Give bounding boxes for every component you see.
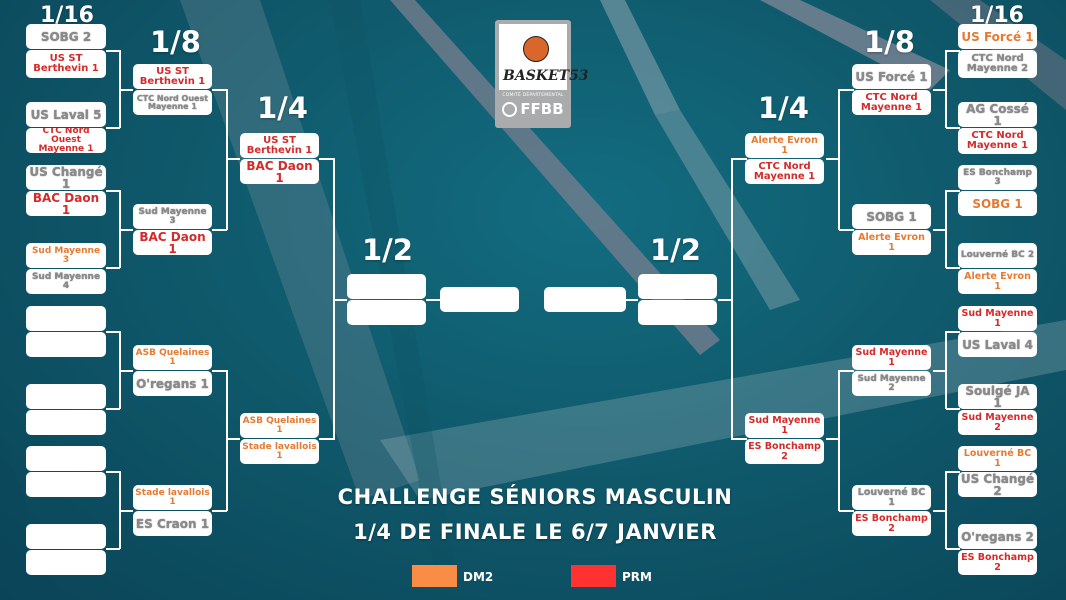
team-slot[interactable]: CTC Nord Mayenne 1	[958, 128, 1037, 154]
page-title: CHALLENGE SÉNIORS MASCULIN	[337, 485, 733, 509]
round-label-1-8-left: 1/8	[150, 25, 201, 59]
team-slot[interactable]: Sud Mayenne 2	[852, 371, 931, 396]
legend-swatch-prm	[571, 565, 616, 587]
team-slot-empty[interactable]	[26, 410, 106, 435]
team-slot[interactable]: Sud Mayenne 4	[26, 269, 106, 294]
team-slot-empty[interactable]	[638, 274, 717, 299]
team-slot[interactable]: ASB Quelaines 1	[240, 413, 319, 438]
team-slot[interactable]: O'regans 1	[133, 371, 212, 396]
team-slot[interactable]: ES Bonchamp 2	[958, 550, 1037, 575]
team-slot[interactable]: CTC Nord Mayenne 1	[852, 90, 931, 115]
team-slot[interactable]: CTC Nord Ouest Mayenne 1	[26, 128, 106, 153]
team-slot[interactable]: Alerte Evron 1	[745, 133, 824, 158]
team-slot[interactable]: Sud Mayenne 1	[852, 345, 931, 370]
round-label-1-4-right: 1/4	[758, 91, 809, 125]
team-slot[interactable]: Sud Mayenne 2	[958, 410, 1037, 435]
round-label-1-4-left: 1/4	[257, 91, 308, 125]
team-slot[interactable]: US Changé 1	[26, 165, 106, 190]
team-slot[interactable]: BAC Daon 1	[133, 230, 212, 255]
logo-federation: FFBB	[502, 100, 564, 118]
team-slot[interactable]: US Laval 5	[26, 102, 106, 127]
team-slot[interactable]: Sud Mayenne 1	[958, 306, 1037, 331]
team-slot[interactable]: Sud Mayenne 3	[26, 243, 106, 268]
team-slot[interactable]: Louverné BC 2	[958, 243, 1037, 268]
final-slot-right[interactable]	[544, 287, 626, 312]
team-slot[interactable]: CTC Nord Ouest Mayenne 1	[133, 90, 212, 115]
team-slot-empty[interactable]	[26, 384, 106, 409]
team-slot[interactable]: SOBG 1	[852, 204, 931, 229]
final-slot-left[interactable]	[440, 287, 519, 312]
team-slot[interactable]: AG Cossé 1	[958, 102, 1037, 127]
team-slot-empty[interactable]	[26, 306, 106, 331]
legend-swatch-dm2	[412, 565, 457, 587]
team-slot[interactable]: US Forcé 1	[958, 24, 1037, 49]
team-slot[interactable]: SOBG 2	[26, 24, 106, 49]
team-slot[interactable]: SOBG 1	[958, 191, 1037, 216]
team-slot[interactable]: Sud Mayenne 3	[133, 204, 212, 229]
round-label-1-16-left: 1/16	[40, 3, 94, 28]
team-slot[interactable]: US Changé 2	[958, 472, 1037, 497]
logo-emblem: BASKET53	[499, 24, 589, 90]
round-label-1-2-left: 1/2	[362, 233, 413, 267]
team-slot[interactable]: Stade lavallois 1	[240, 439, 319, 464]
team-slot[interactable]: ES Bonchamp 3	[958, 165, 1037, 190]
team-slot-empty[interactable]	[26, 446, 106, 471]
team-slot[interactable]: O'regans 2	[958, 524, 1037, 549]
team-slot[interactable]: Alerte Evron 1	[958, 269, 1037, 294]
team-slot-empty[interactable]	[347, 274, 426, 299]
round-label-1-8-right: 1/8	[864, 25, 915, 59]
ffbb-ball-icon	[502, 101, 518, 117]
team-slot[interactable]: ASB Quelaines 1	[133, 345, 212, 370]
team-slot[interactable]: Alerte Evron 1	[852, 230, 931, 255]
round-label-1-2-right: 1/2	[650, 233, 701, 267]
legend-label-dm2: DM2	[463, 570, 494, 584]
round-label-1-16-right: 1/16	[970, 3, 1024, 28]
team-slot[interactable]: Louverné BC 1	[958, 446, 1037, 471]
basket53-logo: BASKET53 COMITÉ DÉPARTEMENTAL FFBB	[495, 20, 589, 128]
team-slot[interactable]: ES Bonchamp 2	[745, 439, 824, 464]
team-slot[interactable]: US ST Berthevin 1	[240, 133, 319, 158]
team-slot[interactable]: US Laval 4	[958, 332, 1037, 357]
team-slot-empty[interactable]	[26, 332, 106, 357]
team-slot[interactable]: US ST Berthevin 1	[133, 64, 212, 89]
team-slot-empty[interactable]	[26, 524, 106, 549]
team-slot[interactable]: Stade lavallois 1	[133, 485, 212, 510]
logo-subtitle: COMITÉ DÉPARTEMENTAL	[502, 93, 564, 98]
legend-label-prm: PRM	[622, 570, 652, 584]
team-slot[interactable]: Sud Mayenne 1	[745, 413, 824, 438]
team-slot[interactable]: Louverné BC 1	[852, 485, 931, 510]
team-slot[interactable]: CTC Nord Mayenne 2	[958, 50, 1037, 78]
team-slot[interactable]: US ST Berthevin 1	[26, 50, 106, 78]
team-slot-empty[interactable]	[347, 300, 426, 325]
federation-label: FFBB	[520, 100, 564, 118]
team-slot[interactable]: BAC Daon 1	[240, 159, 319, 184]
team-slot-empty[interactable]	[638, 300, 717, 325]
team-slot[interactable]: ES Craon 1	[133, 511, 212, 536]
team-slot-empty[interactable]	[26, 550, 106, 575]
team-slot[interactable]: US Forcé 1	[852, 64, 931, 89]
team-slot[interactable]: Soulgé JA 1	[958, 384, 1037, 409]
page-subtitle: 1/4 DE FINALE LE 6/7 JANVIER	[353, 520, 717, 544]
team-slot[interactable]: CTC Nord Mayenne 1	[745, 159, 824, 184]
team-slot[interactable]: BAC Daon 1	[26, 191, 106, 216]
team-slot[interactable]: ES Bonchamp 2	[852, 511, 931, 536]
basketball-icon	[523, 36, 549, 62]
logo-brand: BASKET53	[503, 68, 589, 84]
team-slot-empty[interactable]	[26, 472, 106, 497]
